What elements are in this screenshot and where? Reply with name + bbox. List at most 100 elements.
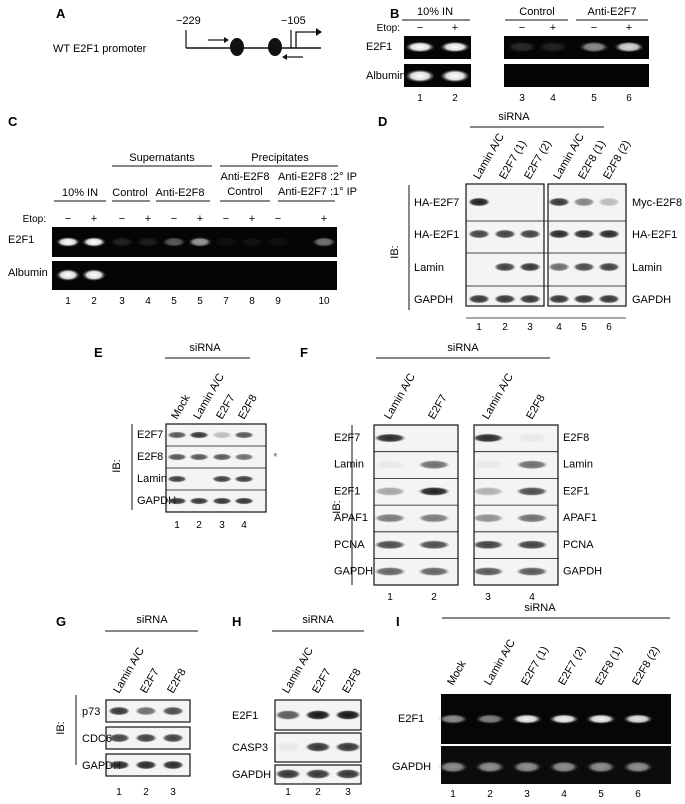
panel-label-a: A — [56, 6, 66, 21]
c-lane-4: 4 — [145, 296, 151, 307]
f-band-6-2 — [418, 567, 450, 576]
f-left-row-4: APAF1 — [334, 512, 368, 524]
f-band-5-1 — [374, 540, 406, 550]
f-band-1-1 — [374, 433, 406, 443]
d-band-r-4-3 — [598, 294, 620, 304]
c-band-e2f1-10 — [312, 237, 336, 247]
f-band-2-3 — [472, 460, 504, 470]
d-band-r-3-2 — [573, 262, 595, 272]
d-left-row-3: Lamin — [414, 262, 444, 274]
c-etop-label: Etop: — [23, 214, 46, 225]
g-col-label-3: E2F8 — [165, 667, 189, 696]
c-etop-10: + — [321, 213, 327, 225]
panel-label-f: F — [300, 345, 308, 360]
d-band-l-1-1 — [468, 197, 490, 207]
b-band-albumin-1 — [405, 69, 435, 83]
d-band-r-2-1 — [548, 229, 570, 239]
panel-label-e: E — [94, 345, 103, 360]
i-band-e2f1-5 — [586, 714, 616, 724]
c-lane-6: 5 — [197, 296, 203, 307]
c-lane-1: 1 — [65, 296, 71, 307]
c-lane-9: 9 — [275, 296, 281, 307]
d-band-l-2-2 — [494, 229, 516, 239]
i-row-2: GAPDH — [392, 761, 431, 773]
e-band-3-3 — [212, 475, 232, 483]
d-lane-6: 6 — [606, 322, 612, 333]
g-row-1: p73 — [82, 706, 100, 718]
i-col-label-4: E2F7 (2) — [556, 644, 588, 687]
f-left-row-6: GAPDH — [334, 566, 373, 578]
d-band-r-1-2 — [573, 197, 595, 207]
g-col-label-2: E2F7 — [138, 667, 162, 696]
c-band-e2f1-6 — [188, 237, 212, 247]
c-control: Control — [112, 187, 147, 199]
c-band-e2f1-9 — [266, 237, 290, 247]
c-etop-2: + — [91, 213, 97, 225]
c-etop-9: − — [275, 213, 281, 225]
f-right-row-6: GAPDH — [563, 566, 602, 578]
e-col-label-1: Mock — [169, 392, 193, 421]
e-row-2: E2F8 — [137, 451, 163, 463]
g-band-2-2 — [135, 733, 157, 743]
g-band-2-1 — [108, 733, 130, 743]
h-col-label-2: E2F7 — [310, 667, 334, 696]
c-etop-6: + — [197, 213, 203, 225]
d-band-r-4-1 — [548, 294, 570, 304]
tss-arrow — [295, 31, 316, 48]
c-lane-7: 7 — [223, 296, 229, 307]
e-band-1-1 — [167, 431, 187, 439]
e-band-2-1 — [167, 453, 187, 461]
i-col-label-1: Mock — [445, 658, 469, 687]
e-band-4-3 — [212, 497, 232, 505]
f-band-2-4 — [516, 460, 548, 470]
i-col-label-5: E2F8 (1) — [593, 644, 625, 687]
b-band-e2f1-3 — [507, 41, 537, 53]
i-lane-4: 4 — [561, 789, 567, 800]
f-header: siRNA — [447, 342, 479, 354]
c-band-e2f1-8 — [240, 237, 264, 247]
d-band-r-2-2 — [573, 229, 595, 239]
e-header: siRNA — [189, 342, 221, 354]
promoter-diagram: −229 −105 WT E2F1 promoter — [53, 15, 322, 60]
e-lane-1: 1 — [174, 520, 180, 531]
promoter-pos-left: −229 — [176, 15, 201, 27]
c-input-header: 10% IN — [62, 187, 98, 199]
i-lane-6: 6 — [635, 789, 641, 800]
i-band-gapdh-1 — [438, 761, 468, 773]
c-lane-5: 5 — [171, 296, 177, 307]
b-control-header: Control — [519, 6, 554, 18]
f-band-3-1 — [374, 486, 406, 496]
i-header: siRNA — [524, 602, 556, 614]
c-row-albumin: Albumin — [8, 267, 48, 279]
c-band-albumin-1 — [56, 269, 80, 281]
g-band-2-3 — [162, 733, 184, 743]
e-col-label-4: E2F8 — [236, 393, 260, 422]
g-band-1-1 — [108, 706, 130, 716]
panel-c: Supernatants Precipitates 10% IN Control… — [8, 152, 357, 307]
b-row-e2f1: E2F1 — [366, 41, 392, 53]
f-band-2-1 — [374, 460, 406, 470]
g-header: siRNA — [136, 614, 168, 626]
b-band-e2f1-5 — [579, 41, 609, 53]
i-band-gapdh-2 — [475, 761, 505, 773]
f-left-row-2: Lamin — [334, 459, 364, 471]
h-band-1-2 — [305, 710, 331, 720]
f-band-6-3 — [472, 567, 504, 576]
c-band-e2f1-7 — [214, 237, 238, 247]
i-band-e2f1-4 — [549, 714, 579, 724]
i-band-e2f1-1 — [438, 714, 468, 724]
d-ib: IB: — [389, 245, 401, 258]
h-header: siRNA — [302, 614, 334, 626]
h-band-3-2 — [305, 769, 331, 779]
e-lane-2: 2 — [196, 520, 202, 531]
h-band-2-2 — [305, 742, 331, 752]
c-band-e2f1-4 — [136, 237, 160, 247]
h-band-1-3 — [335, 710, 361, 720]
e-col-label-3: E2F7 — [214, 393, 238, 422]
g-band-1-2 — [135, 706, 157, 716]
panel-label-d: D — [378, 114, 387, 129]
